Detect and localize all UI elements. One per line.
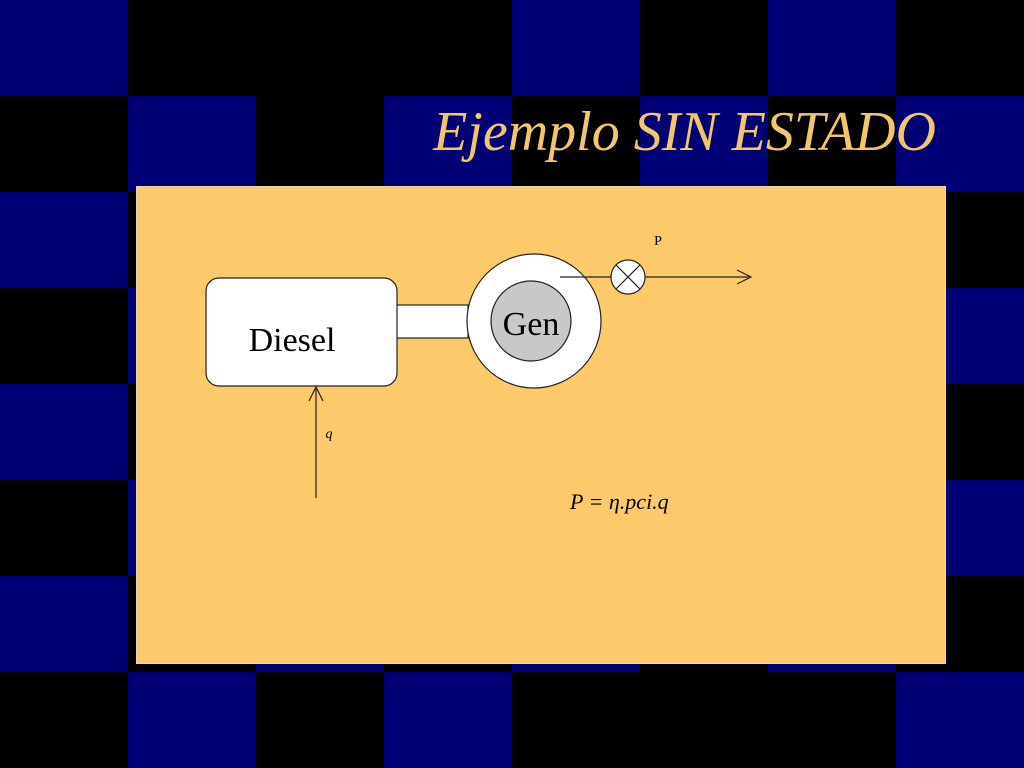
output-power-label: P xyxy=(654,234,662,249)
diesel-label: Diesel xyxy=(249,322,336,359)
drive-shaft xyxy=(395,304,469,339)
background-tile xyxy=(896,96,1024,192)
background-tile xyxy=(128,672,256,768)
slide-title: Ejemplo SIN ESTADO xyxy=(433,101,936,163)
background-tile xyxy=(640,96,768,192)
power-equation: P = η.pci.q xyxy=(569,489,669,514)
diagram-panel: Diesel Gen P q P = η.pci.q xyxy=(136,186,946,664)
background-tile xyxy=(0,384,128,480)
generator-rotor xyxy=(490,280,572,362)
diesel-generator-diagram: Diesel Gen P q P = η.pci.q xyxy=(205,234,753,514)
multiplier-cross-b xyxy=(615,264,641,290)
background-tile xyxy=(0,192,128,288)
background-tile xyxy=(896,672,1024,768)
diesel-engine-box xyxy=(205,277,398,387)
fuel-input-arrowhead xyxy=(308,385,324,402)
generator-label: Gen xyxy=(503,306,560,343)
background-tile xyxy=(384,96,512,192)
background-tile xyxy=(0,576,128,672)
background-tile xyxy=(512,0,640,96)
background-tile xyxy=(128,96,256,192)
background-tile xyxy=(0,0,128,96)
fuel-input-label: q xyxy=(326,427,333,442)
background-tile xyxy=(384,672,512,768)
output-arrowhead xyxy=(736,269,753,285)
background-tile xyxy=(768,0,896,96)
